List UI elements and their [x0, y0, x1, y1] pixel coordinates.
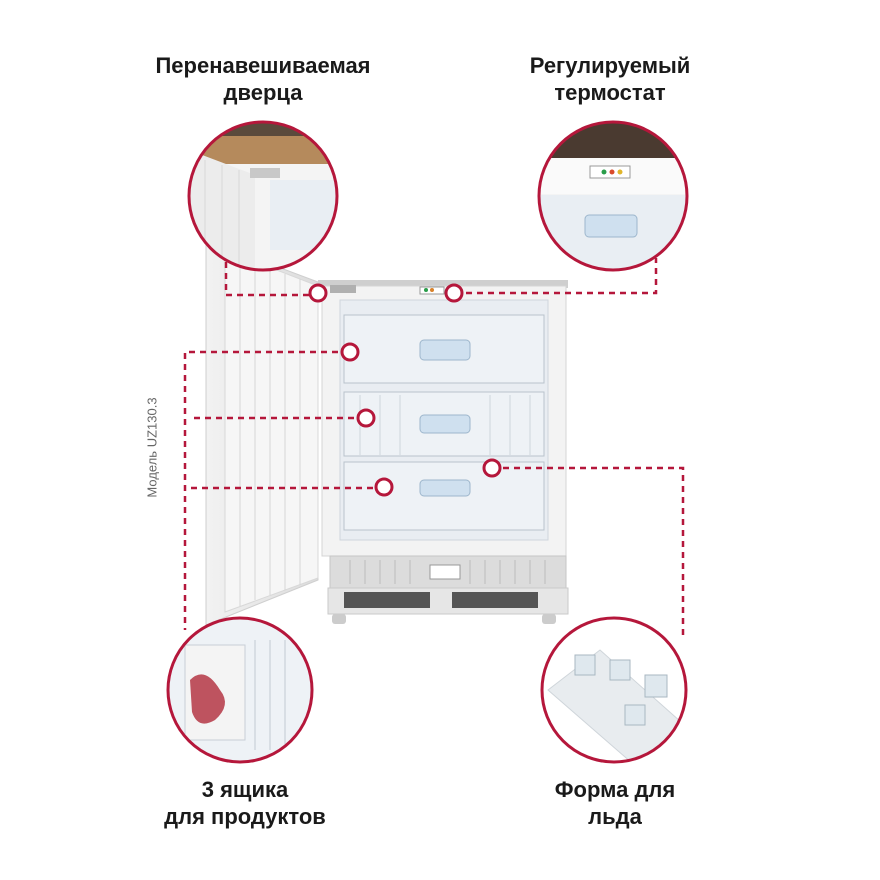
hotspot-door[interactable]: [308, 283, 328, 303]
door-hinge-callout: [187, 120, 339, 272]
label-thermostat-line1: Регулируемый: [529, 53, 691, 78]
hotspot-ice-tray[interactable]: [482, 458, 502, 478]
label-thermostat: Регулируемый термостат: [490, 52, 730, 106]
label-ice-line1: Форма для: [554, 777, 676, 802]
model-number: Модель UZ130.3: [144, 397, 160, 498]
label-thermostat-line2: термостат: [554, 80, 666, 105]
hotspot-drawer-2[interactable]: [356, 408, 376, 428]
label-door-line2: дверца: [223, 80, 303, 105]
label-drawers-line1: 3 ящика: [201, 777, 289, 802]
label-drawers: 3 ящика для продуктов: [120, 776, 370, 830]
hotspots: [308, 283, 502, 497]
fridge-body: [318, 280, 569, 624]
label-drawers-line2: для продуктов: [164, 804, 326, 829]
label-ice: Форма для льда: [500, 776, 730, 830]
connector-lines: [183, 258, 685, 640]
label-door-line1: Перенавешиваемая: [155, 53, 371, 78]
thermostat-callout: [537, 120, 689, 272]
ice-tray-callout: [540, 616, 688, 764]
hotspot-drawer-1[interactable]: [340, 342, 360, 362]
drawers-callout: [166, 616, 314, 764]
label-ice-line2: льда: [588, 804, 642, 829]
label-door: Перенавешиваемая дверца: [118, 52, 408, 106]
hotspot-thermostat[interactable]: [444, 283, 464, 303]
fridge-door: [205, 239, 319, 626]
hotspot-drawer-3[interactable]: [374, 477, 394, 497]
